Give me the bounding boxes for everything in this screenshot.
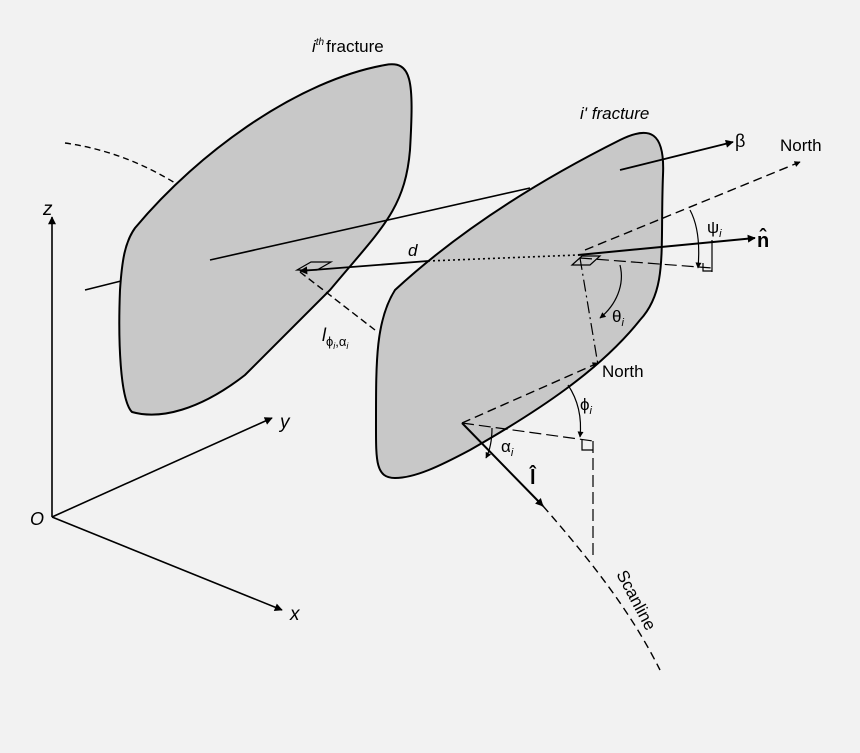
d-label: d: [408, 241, 418, 260]
beta-arrow: [619, 139, 734, 171]
theta-angle-arc: [599, 264, 622, 319]
x-axis: [51, 516, 283, 612]
l-right-angle-mark: [581, 440, 593, 451]
theta-dashdot-line: [579, 257, 599, 366]
north-dashed-line-upper: [584, 161, 801, 251]
beta-label: β: [735, 131, 745, 151]
l-phi-alpha-label: lϕi,αi: [322, 325, 349, 351]
north-dashed-line-lower: [461, 362, 599, 424]
iprime-fracture-label: i' fracture: [580, 104, 649, 123]
psi-angle-arc: [689, 209, 702, 269]
distance-d-dotted-line: [427, 254, 579, 262]
n-right-angle-mark: [702, 263, 712, 272]
x-axis-label: x: [289, 604, 301, 625]
origin-label: O: [30, 509, 44, 529]
north-label-lower: North: [602, 362, 644, 381]
alpha-label: αi: [501, 437, 514, 459]
iprime-fracture-plane: [374, 131, 665, 480]
phi-angle-arc: [567, 384, 584, 438]
l-hat-label: l̂: [529, 464, 537, 489]
distance-d-arrow: [299, 260, 429, 275]
l-hat-vector-arrow: [461, 422, 544, 507]
phi-label: ϕi: [580, 395, 593, 417]
z-axis-label: z: [42, 199, 53, 220]
l-horizontal-projection: [461, 422, 594, 442]
scanline-dashed-curve: [542, 505, 661, 671]
alpha-angle-arc: [485, 427, 493, 459]
scanline-label: Scanline: [612, 567, 659, 634]
ith-fracture-point-marker: [294, 261, 334, 271]
theta-label: θi: [612, 307, 624, 329]
y-axis-label: y: [278, 412, 291, 433]
n-horizontal-projection: [579, 257, 713, 269]
ith-fracture-plane: [118, 63, 413, 416]
connecting-line-left: [84, 279, 126, 291]
n-hat-label: n̂: [757, 227, 769, 252]
iprime-fracture-point-marker: [570, 255, 602, 266]
y-axis: [51, 417, 273, 518]
psi-label: ψi: [707, 218, 722, 240]
normal-vector-arrow: [577, 234, 756, 256]
north-label-upper: North: [780, 136, 822, 155]
ith-fracture-center-line: [209, 187, 531, 261]
l-dashed-line: [299, 271, 376, 331]
